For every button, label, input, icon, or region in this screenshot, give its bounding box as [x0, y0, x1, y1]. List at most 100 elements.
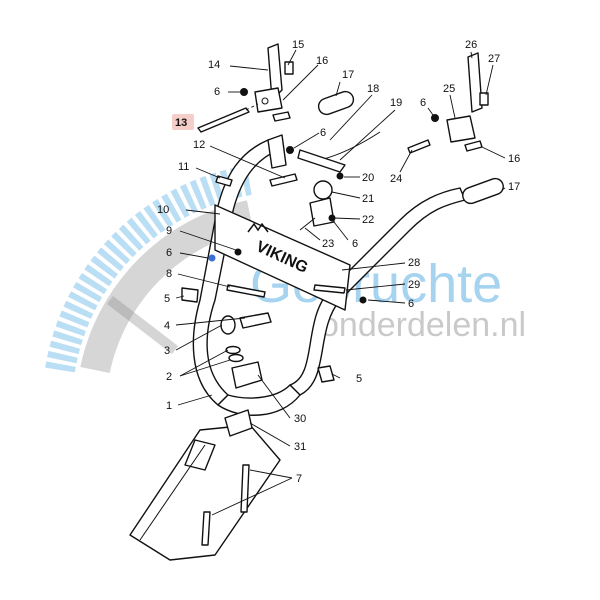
- leader-11: [195, 167, 221, 179]
- leader-2a: [179, 349, 229, 377]
- callout-26: 26: [465, 39, 477, 51]
- knob-21: [313, 180, 333, 200]
- callout-28: 28: [408, 257, 420, 269]
- leader-10: [185, 209, 221, 215]
- plate-22: [309, 197, 335, 227]
- cables: [181, 103, 431, 383]
- screw-16-right: [464, 140, 483, 152]
- leader-27: [485, 64, 494, 96]
- clip-5a: [181, 287, 199, 303]
- cable-24: [407, 139, 431, 154]
- washer-2a: [225, 345, 241, 355]
- callout-8: 8: [166, 268, 172, 280]
- leader-8: [177, 273, 231, 288]
- frame-edge: [139, 444, 206, 541]
- callout-6-e: 6: [408, 298, 414, 310]
- watermark-needle: [106, 296, 179, 354]
- lever-14: [267, 43, 283, 101]
- callout-27: 27: [488, 53, 500, 65]
- callout-labels: 15 16 14 6 13 17 18 19 6 12 11 20 21 22 …: [157, 39, 520, 485]
- leader-17a: [335, 81, 341, 97]
- callout-29: 29: [408, 279, 420, 291]
- callout-19: 19: [390, 97, 402, 109]
- watermark-blue-arc: [45, 165, 253, 373]
- cable-13-end: [245, 103, 259, 111]
- leader-16b: [481, 146, 506, 159]
- leader-14: [229, 65, 269, 71]
- callout-6-b: 6: [320, 127, 326, 139]
- callout-4: 4: [164, 320, 170, 332]
- handlebar-bend: [217, 384, 301, 416]
- leader-18: [329, 94, 373, 141]
- lever-block-16: [254, 87, 283, 113]
- mount-parts: [201, 312, 272, 546]
- bracket-near-6: [267, 134, 287, 169]
- callout-6-f: 6: [420, 97, 426, 109]
- callout-2: 2: [166, 371, 172, 383]
- nut-20: [336, 172, 344, 180]
- leader-15: [287, 49, 297, 66]
- washer-2b: [228, 353, 244, 363]
- nut-6d: [208, 254, 216, 262]
- callout-14: 14: [208, 59, 220, 71]
- clip-15: [284, 61, 294, 75]
- grip-right: [462, 177, 504, 205]
- callout-16-b: 16: [508, 153, 520, 165]
- bolt-8: [226, 284, 266, 298]
- leader-1: [177, 394, 213, 406]
- handlebar-right-tube: [289, 187, 466, 396]
- callout-16: 16: [316, 55, 328, 67]
- leader-30: [257, 374, 291, 419]
- callout-12: 12: [193, 139, 205, 151]
- nut-6-right: [431, 114, 439, 122]
- lever-26: [467, 52, 483, 113]
- callout-11: 11: [178, 161, 189, 173]
- viking-logo-icon: [247, 222, 269, 233]
- washer-9: [234, 248, 242, 256]
- clip-5b: [317, 365, 335, 383]
- leader-23: [304, 227, 321, 241]
- bracket-4: [239, 312, 272, 329]
- leader-24: [399, 149, 413, 173]
- leader-21: [331, 191, 361, 199]
- callout-23: 23: [322, 238, 334, 250]
- leader-7b: [211, 477, 293, 516]
- leader-17b: [501, 187, 506, 191]
- callout-18: 18: [367, 83, 379, 95]
- leader-22: [333, 217, 361, 220]
- left-lever: [240, 43, 294, 122]
- leader-3: [175, 324, 223, 351]
- screw-16: [272, 111, 291, 122]
- watermark-line2: onderdelen.nl: [320, 306, 526, 344]
- leader-28: [341, 262, 406, 271]
- grips: [317, 90, 504, 205]
- callout-31: 31: [294, 441, 306, 453]
- callout-6-c: 6: [352, 238, 358, 250]
- nut-6e: [359, 296, 367, 304]
- block-31: [224, 409, 253, 437]
- lever-block-25: [446, 115, 476, 143]
- callout-24: 24: [390, 173, 402, 185]
- clip-27: [479, 92, 489, 106]
- callout-6: 6: [214, 86, 220, 98]
- bush-3: [220, 315, 236, 335]
- callout-30: 30: [294, 413, 306, 425]
- callout-5-b: 5: [356, 373, 362, 385]
- leader-6b: [293, 132, 320, 149]
- cable-13: [197, 107, 250, 133]
- leader-4: [175, 317, 246, 326]
- bolt-29: [313, 284, 346, 294]
- callout-15: 15: [292, 39, 304, 51]
- callout-10: 10: [157, 204, 169, 216]
- callout-9: 9: [166, 225, 172, 237]
- callout-6-d: 6: [166, 247, 172, 259]
- leader-5b: [331, 373, 341, 379]
- grip-left: [317, 90, 355, 116]
- clamp-30: [231, 361, 263, 389]
- leader-6d: [179, 252, 209, 259]
- callout-22: 22: [362, 214, 374, 226]
- nut-6b: [286, 146, 294, 154]
- nut-6c: [328, 214, 336, 222]
- leader-6e: [367, 299, 406, 304]
